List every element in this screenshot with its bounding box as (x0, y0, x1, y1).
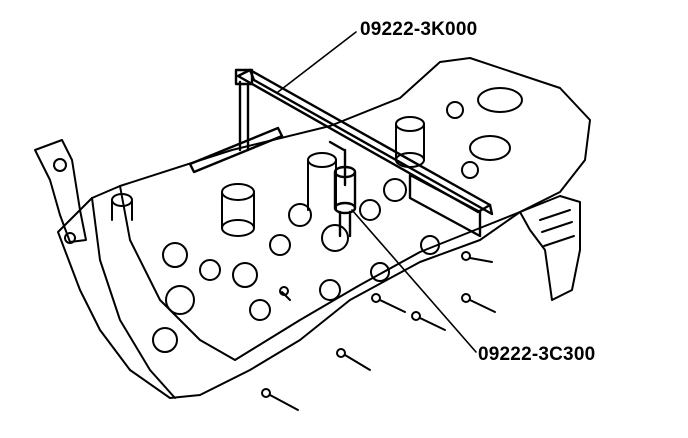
head-front-face (91, 197, 176, 399)
head-bolts (64, 232, 496, 411)
cylinder-head-body (57, 57, 591, 399)
left-bracket (34, 139, 87, 243)
special-tool-adapter (333, 165, 357, 238)
leader-upper (277, 31, 357, 93)
special-tool-bar (188, 68, 494, 238)
valve-springs (152, 101, 479, 353)
right-rear-bracket (519, 195, 581, 301)
leader-lower (351, 209, 477, 353)
callout-tool-upper: 09222-3K000 (360, 19, 478, 40)
callout-tool-lower: 09222-3C300 (478, 344, 596, 365)
cam-journals (111, 87, 523, 237)
